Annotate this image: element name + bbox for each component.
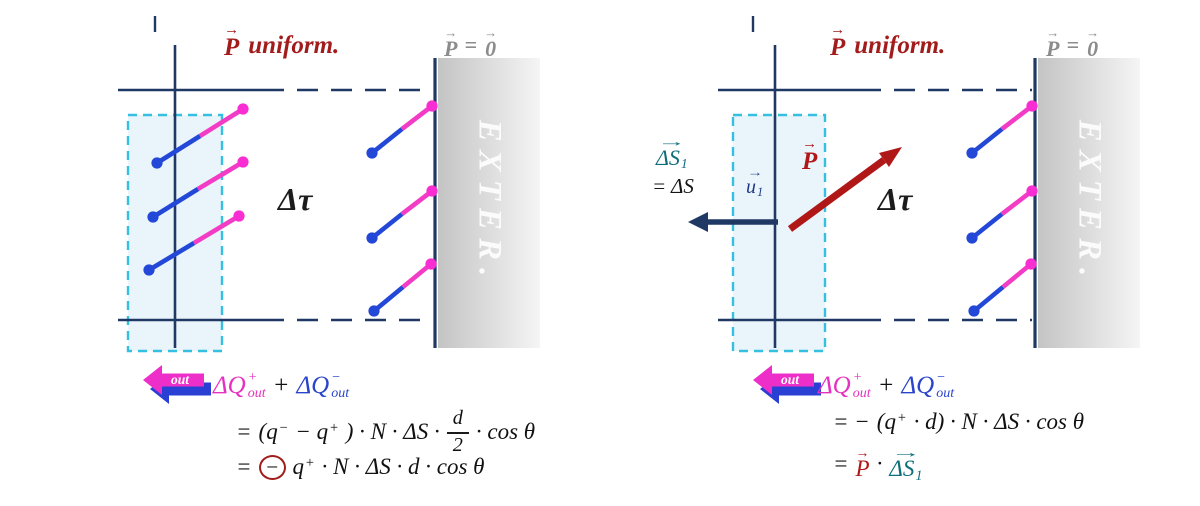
vector-ds1: → ΔS1 — [889, 445, 923, 484]
out-arrow-magenta — [143, 365, 204, 395]
vector-ds1: → ΔS1 — [656, 134, 688, 172]
exterior-label-left: EXTER. — [471, 119, 508, 285]
vector-arrow-icon: → — [484, 25, 498, 40]
dipole — [147, 156, 249, 223]
uniform-text: uniform. — [854, 32, 946, 60]
out-flux-arrow-icon — [753, 365, 821, 404]
dipole — [151, 103, 249, 169]
dipole — [366, 100, 438, 159]
q-plus-piece: − q+ — [295, 419, 339, 445]
dq-plus-out-term: ΔQ + out — [213, 370, 266, 401]
surface-normal-arrow — [688, 212, 778, 232]
p-uniform-title-left: → P uniform. — [224, 22, 340, 62]
charge-sum-equation-left: ΔQ + out + ΔQ − out — [213, 370, 349, 401]
vector-arrow-icon: → — [746, 165, 763, 179]
dot-operator: · — [876, 450, 883, 476]
charge-sum-equation-right: ΔQ + out + ΔQ − out — [818, 370, 954, 401]
out-arrow-label-left: out — [171, 372, 190, 387]
surface-element-box — [731, 113, 827, 353]
sup-sub-stack: − out — [936, 370, 955, 401]
vector-p: → P — [1046, 25, 1060, 61]
out-flux-arrow-icon — [143, 365, 211, 404]
vector-arrow-icon: → — [224, 22, 240, 38]
equation-line-3-right: = → P · → ΔS1 — [833, 445, 923, 484]
q-plus-piece: (q+ — [876, 409, 907, 434]
dipole — [966, 185, 1038, 244]
dipole — [143, 210, 245, 276]
vector-zero: → 0 — [484, 25, 498, 61]
dq-plus-out-term: ΔQ + out — [818, 370, 871, 401]
vector-p: → P — [224, 22, 240, 62]
circled-minus-sign: − — [258, 454, 286, 480]
dq-minus-out-term: ΔQ − out — [901, 370, 955, 401]
equals-sign: = — [833, 450, 849, 476]
out-arrow-label-right: out — [781, 372, 800, 387]
rest-piece: · d) · N · ΔS · cos θ — [913, 409, 1085, 434]
equals-sign: = — [464, 31, 477, 57]
volume-label-right: Δτ — [878, 181, 913, 217]
vector-arrow-icon: → — [1046, 25, 1060, 40]
vector-zero: → 0 — [1086, 25, 1100, 61]
left-panel-art — [118, 16, 540, 404]
dipole — [966, 100, 1038, 159]
vector-u1: → u1 — [746, 165, 764, 199]
equals-minus-sign: = − — [833, 409, 870, 434]
p-zero-title-right: → P = → 0 — [1046, 25, 1100, 61]
equals-sign: = — [1066, 31, 1079, 57]
ds1-text: ΔS1 — [656, 144, 688, 172]
dq-minus-out-term: ΔQ − out — [296, 370, 350, 401]
equals-sign: = — [236, 419, 252, 445]
dipole — [368, 258, 437, 317]
p-uniform-title-right: → P uniform. — [830, 22, 946, 62]
exterior-region-band — [1038, 58, 1140, 348]
sup-sub-stack: + out — [247, 370, 266, 401]
surface-vector-label: → ΔS1 — [656, 134, 688, 172]
d-over-2-fraction: d 2 — [446, 407, 469, 458]
equals-sign: = — [236, 454, 252, 479]
rest-piece: · N · ΔS · d · cos θ — [321, 454, 485, 479]
equation-line-2-left: = (q− − q+ ) · N · ΔS · d 2 · cos θ — [236, 407, 535, 458]
vector-arrow-icon: → — [444, 25, 458, 40]
vector-arrow-icon: → — [830, 22, 846, 38]
uniform-text: uniform. — [248, 32, 340, 60]
exterior-label-right: EXTER. — [1071, 119, 1108, 285]
vector-p: → P — [855, 445, 870, 482]
ds1-text: ΔS1 — [889, 456, 923, 484]
vector-arrow-icon: → — [890, 445, 922, 460]
plus-operator: + — [877, 371, 895, 399]
vector-p: → P — [802, 136, 818, 176]
plus-operator: + — [272, 371, 290, 399]
dipole — [366, 185, 438, 244]
q-minus-piece: (q− — [258, 419, 289, 445]
normal-vector-label: → u1 — [746, 165, 764, 199]
vector-arrow-icon: → — [657, 134, 687, 149]
right-panel-art — [688, 16, 1140, 404]
n-ds-piece: ) · N · ΔS · — [345, 419, 440, 445]
dipole — [968, 258, 1037, 317]
q-plus-piece: q+ — [292, 454, 315, 479]
volume-label-left: Δτ — [278, 181, 313, 217]
vector-arrow-icon: → — [1086, 25, 1100, 40]
sup-sub-stack: + out — [852, 370, 871, 401]
sup-sub-stack: − out — [331, 370, 350, 401]
equation-line-3-left: = − q+ · N · ΔS · d · cos θ — [236, 454, 484, 480]
vector-p: → P — [830, 22, 846, 62]
out-arrow-magenta — [753, 365, 814, 395]
surface-magnitude-label: = ΔS — [652, 174, 694, 198]
vector-p: → P — [444, 25, 458, 61]
polarization-vector-arrow — [787, 147, 902, 232]
exterior-region-band — [438, 58, 540, 348]
equation-line-2-right: = − (q+ · d) · N · ΔS · cos θ — [833, 409, 1084, 435]
vector-arrow-icon: → — [855, 445, 870, 460]
cos-theta-piece: · cos θ — [475, 419, 536, 445]
u1-text: u1 — [746, 175, 764, 199]
p-zero-title-left: → P = → 0 — [444, 25, 498, 61]
polarization-vector-label: → P — [802, 136, 818, 176]
vector-arrow-icon: → — [802, 136, 818, 152]
